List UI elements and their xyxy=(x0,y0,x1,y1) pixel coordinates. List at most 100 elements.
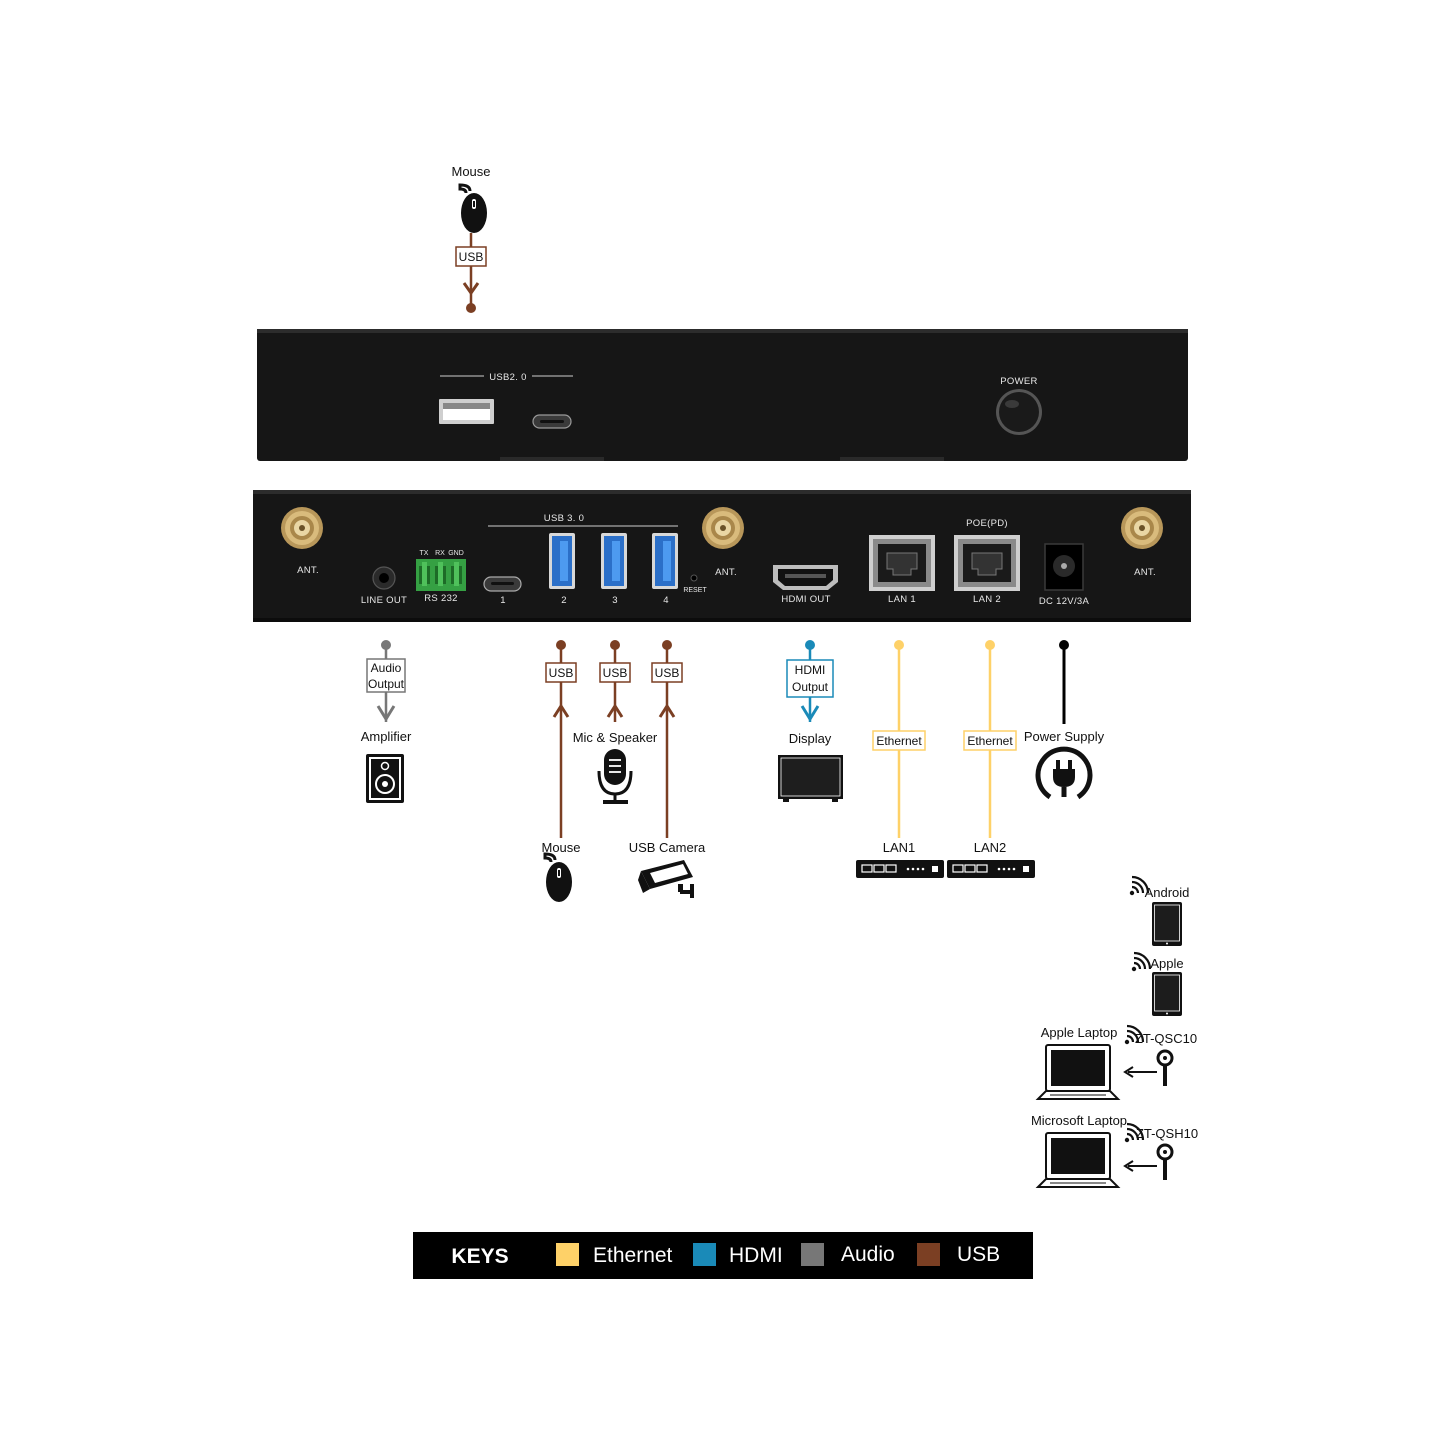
hdmi-connection: HDMI Output Display xyxy=(778,640,843,802)
dongle-icon xyxy=(1156,1143,1174,1182)
mouse-icon xyxy=(458,183,489,235)
mic-speaker-label: Mic & Speaker xyxy=(573,730,658,745)
usb-mic-connection: USB Mic & Speaker xyxy=(573,640,658,804)
line-out-label: LINE OUT xyxy=(361,595,407,606)
hdmi-port[interactable] xyxy=(773,565,838,590)
microphone-icon xyxy=(597,749,633,804)
antenna-middle-connector xyxy=(702,507,744,549)
usb3-port-2[interactable] xyxy=(549,533,575,589)
laptop-icon xyxy=(1037,1044,1119,1100)
amplifier-label: Amplifier xyxy=(361,729,412,744)
audio-tag-line1: Audio xyxy=(371,661,402,675)
dongle-icon xyxy=(1156,1049,1174,1088)
front-panel: USB2. 0 POWER xyxy=(257,329,1188,461)
dc-power-jack[interactable] xyxy=(1044,543,1084,591)
hdmi-tag-line2: Output xyxy=(792,680,829,694)
rs232-label: RS 232 xyxy=(424,593,458,604)
lan1-port[interactable] xyxy=(868,534,936,592)
usb3-port-4[interactable] xyxy=(652,533,678,589)
usb-camera-tag: USB xyxy=(655,666,680,680)
power-button[interactable] xyxy=(996,389,1042,435)
rs232-terminal-block[interactable] xyxy=(416,559,466,591)
ant-right-label: ANT. xyxy=(1134,567,1156,578)
reset-label: RESET xyxy=(683,587,707,594)
line-out-jack[interactable] xyxy=(372,566,396,590)
wifi-icon xyxy=(1130,951,1152,973)
lan1-connection: Ethernet LAN1 xyxy=(855,640,945,879)
legend-ethernet-label: Ethernet xyxy=(593,1244,673,1267)
legend-swatch-ethernet xyxy=(556,1243,579,1266)
usb-mouse-label: Mouse xyxy=(541,840,580,855)
speaker-icon xyxy=(366,754,404,803)
lan1-ethernet-tag: Ethernet xyxy=(876,734,922,748)
legend-usb-label: USB xyxy=(957,1243,1000,1266)
power-label: POWER xyxy=(1000,376,1037,387)
wireless-devices: Android Apple Apple Laptop ZT-QSC10 Micr… xyxy=(1031,875,1198,1188)
usb-port-1-label: 1 xyxy=(500,595,506,606)
usb-camera-connection: USB USB Camera xyxy=(629,640,706,898)
usb3-port-3[interactable] xyxy=(601,533,627,589)
usb-port-2-label: 2 xyxy=(561,595,567,606)
rs232-pin-rx: RX xyxy=(435,550,445,557)
audio-connection: Audio Output Amplifier xyxy=(361,640,412,803)
legend-audio-label: Audio xyxy=(841,1243,895,1266)
laptop-icon xyxy=(1037,1132,1119,1188)
lan2-device-label: LAN2 xyxy=(974,840,1007,855)
network-switch-icon xyxy=(946,859,1036,879)
usb-port-4-label: 4 xyxy=(663,595,669,606)
antenna-left-connector xyxy=(281,507,323,549)
top-mouse-connection: Mouse USB xyxy=(451,164,491,313)
front-usb-a-port[interactable] xyxy=(439,399,494,424)
ant-mid-label: ANT. xyxy=(715,567,737,578)
hdmi-tag-line1: HDMI xyxy=(795,663,826,677)
power-plug-icon xyxy=(1035,746,1093,800)
lan2-ethernet-tag: Ethernet xyxy=(967,734,1013,748)
zt-qsc10-label: ZT-QSC10 xyxy=(1135,1031,1197,1046)
tablet-icon xyxy=(1151,971,1183,1017)
usb3-group-label: USB 3. 0 xyxy=(544,513,584,524)
microsoft-laptop-label: Microsoft Laptop xyxy=(1031,1113,1127,1128)
rs232-pin-tx: TX xyxy=(420,550,429,557)
lan1-label: LAN 1 xyxy=(888,594,916,605)
apple-label: Apple xyxy=(1150,956,1183,971)
legend-swatch-audio xyxy=(801,1243,824,1266)
power-supply-label: Power Supply xyxy=(1024,729,1105,744)
display-icon xyxy=(778,755,843,802)
usb-c-port-1[interactable] xyxy=(483,576,522,592)
top-mouse-label: Mouse xyxy=(451,164,490,179)
lan2-port[interactable] xyxy=(953,534,1021,592)
usb-mouse-tag: USB xyxy=(549,666,574,680)
front-usb-c-port[interactable] xyxy=(532,414,572,429)
hdmi-out-label: HDMI OUT xyxy=(781,594,830,605)
network-switch-icon xyxy=(855,859,945,879)
lan1-device-label: LAN1 xyxy=(883,840,916,855)
camera-icon xyxy=(638,860,694,898)
legend-swatch-usb xyxy=(917,1243,940,1266)
legend-swatch-hdmi xyxy=(693,1243,716,1266)
display-label: Display xyxy=(789,731,832,746)
legend-hdmi-label: HDMI xyxy=(729,1244,783,1267)
top-usb-tag: USB xyxy=(459,250,484,264)
tablet-icon xyxy=(1151,901,1183,947)
poe-label: POE(PD) xyxy=(966,518,1008,529)
lan2-connection: Ethernet LAN2 xyxy=(946,640,1036,879)
usb-mic-tag: USB xyxy=(603,666,628,680)
legend: KEYS Ethernet HDMI Audio USB xyxy=(413,1232,1033,1279)
ant-left-label: ANT. xyxy=(297,565,319,576)
usb-camera-label: USB Camera xyxy=(629,840,706,855)
audio-tag-line2: Output xyxy=(368,677,405,691)
usb-mouse-connection: USB Mouse xyxy=(541,640,581,904)
rs232-pin-gnd: GND xyxy=(448,550,464,557)
mouse-icon xyxy=(543,852,574,904)
dc-label: DC 12V/3A xyxy=(1039,596,1090,607)
android-label: Android xyxy=(1145,885,1190,900)
lan2-label: LAN 2 xyxy=(973,594,1001,605)
apple-laptop-label: Apple Laptop xyxy=(1041,1025,1118,1040)
rear-panel: ANT. LINE OUT TX RX GND RS 232 USB 3. 0 … xyxy=(253,490,1191,622)
legend-title: KEYS xyxy=(451,1245,508,1268)
reset-button[interactable] xyxy=(690,574,698,582)
usb-port-3-label: 3 xyxy=(612,595,618,606)
power-connection: Power Supply xyxy=(1024,640,1105,800)
antenna-right-connector xyxy=(1121,507,1163,549)
